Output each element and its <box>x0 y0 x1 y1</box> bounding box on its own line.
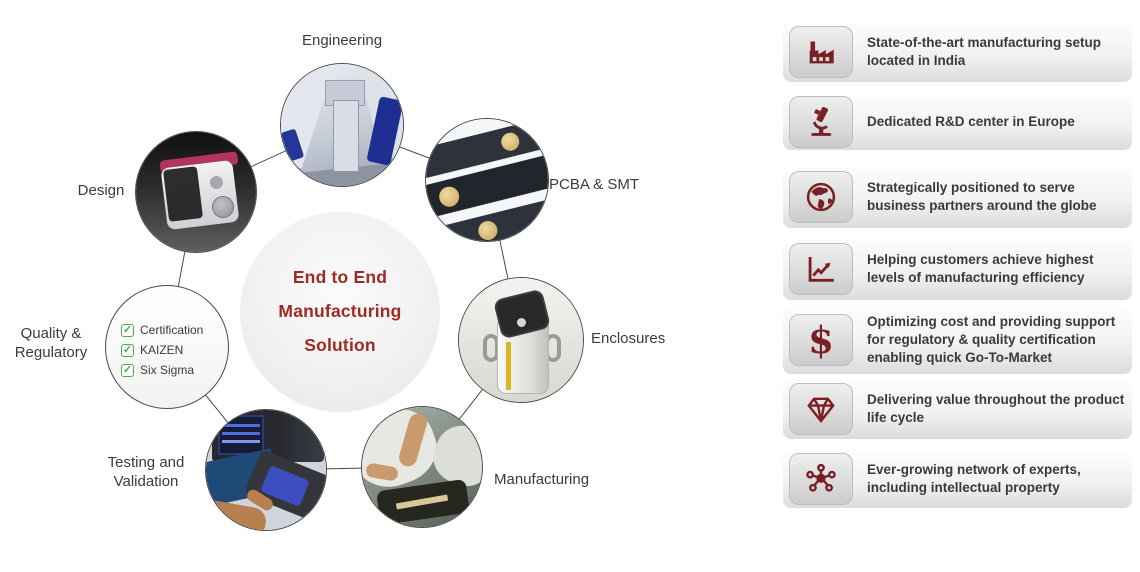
enclosure-yellow-stripe <box>506 342 511 390</box>
pcb-gold-pad <box>437 184 462 209</box>
feature-text: Delivering value throughout the product … <box>867 392 1125 425</box>
pcba-photo <box>426 119 548 241</box>
dollar-icon: $ <box>789 314 853 366</box>
engineering-label: Engineering <box>301 32 383 49</box>
feature-row-value: Delivering value throughout the product … <box>783 379 1132 439</box>
center-title-line: Manufacturing <box>278 301 402 321</box>
feature-row-rd-center: Dedicated R&D center in Europe <box>783 94 1132 150</box>
growth-chart-icon <box>789 243 853 295</box>
design-node <box>135 131 257 253</box>
feature-text: Dedicated R&D center in Europe <box>867 114 1075 130</box>
feature-text: State-of-the-art manufacturing setup loc… <box>867 35 1102 68</box>
feature-text: Ever-growing network of experts, includi… <box>867 462 1081 495</box>
feature-row-cost-optimization: $ Optimizing cost and providing support … <box>783 306 1132 374</box>
testing-label: Testing and Validation <box>92 453 200 491</box>
feature-text: Helping customers achieve highest levels… <box>867 252 1094 285</box>
oscilloscope-screen <box>218 415 264 455</box>
network-icon <box>789 453 853 505</box>
feature-list: State-of-the-art manufacturing setup loc… <box>783 0 1135 572</box>
enclosures-photo <box>459 278 583 402</box>
oscilloscope-waveform <box>222 424 260 427</box>
testing-label-line2: Validation <box>113 473 179 490</box>
checklist-item: ✓ Six Sigma <box>121 363 203 377</box>
enclosures-label: Enclosures <box>591 330 666 347</box>
feature-row-expert-network: Ever-growing network of experts, includi… <box>783 450 1132 508</box>
testing-label-line1: Testing and <box>107 454 185 471</box>
engineering-photo-column <box>333 100 359 172</box>
engineering-node <box>280 63 404 187</box>
enclosures-node <box>458 277 584 403</box>
testing-photo <box>206 410 326 530</box>
pcb-gold-pad <box>499 130 522 153</box>
manufacturing-cycle-diagram: ✓ Certification ✓ KAIZEN ✓ Six Sigma End… <box>0 32 666 531</box>
checklist-label: Six Sigma <box>140 363 195 377</box>
checkbox-icon: ✓ <box>121 363 134 377</box>
pcb-gold-pad <box>476 219 500 241</box>
pcba-node <box>425 118 549 242</box>
feature-text: Strategically positioned to serve busine… <box>867 180 1097 213</box>
device-small-knob <box>210 176 223 189</box>
checkbox-icon: ✓ <box>121 343 134 357</box>
checklist-label: Certification <box>140 323 204 337</box>
feature-row-efficiency: Helping customers achieve highest levels… <box>783 238 1132 300</box>
feature-row-india-setup: State-of-the-art manufacturing setup loc… <box>783 22 1132 82</box>
quality-node: ✓ Certification ✓ KAIZEN ✓ Six Sigma <box>105 285 229 409</box>
design-photo <box>136 132 256 252</box>
quality-checklist: ✓ Certification ✓ KAIZEN ✓ Six Sigma <box>121 323 203 377</box>
checklist-item: ✓ KAIZEN <box>121 343 203 357</box>
feature-text: Optimizing cost and providing support fo… <box>867 314 1116 365</box>
checklist-label: KAIZEN <box>140 343 184 357</box>
globe-icon <box>789 171 853 223</box>
pcba-label: PCBA & SMT <box>549 176 640 193</box>
device-knob <box>212 196 234 218</box>
checklist-item: ✓ Certification <box>121 323 203 337</box>
microscope-icon <box>789 96 853 148</box>
design-label: Design <box>77 182 125 199</box>
checkbox-icon: ✓ <box>121 323 134 337</box>
testing-node <box>205 409 327 531</box>
manufacturing-photo <box>362 407 482 527</box>
quality-label-line1: Quality & <box>20 325 82 342</box>
enclosure-button <box>517 318 526 327</box>
manufacturing-label: Manufacturing <box>494 471 590 488</box>
quality-label-line2: Regulatory <box>14 344 88 361</box>
device-tank <box>162 166 204 222</box>
center-title-line: End to End <box>292 267 388 287</box>
engineering-photo <box>281 64 403 186</box>
feature-row-global-reach: Strategically positioned to serve busine… <box>783 166 1132 228</box>
center-title-circle: End to End Manufacturing Solution <box>240 212 440 412</box>
diamond-icon <box>789 383 853 435</box>
factory-icon <box>789 26 853 78</box>
dollar-glyph: $ <box>808 317 834 362</box>
center-title-line: Solution <box>304 335 376 355</box>
manufacturing-node <box>361 406 483 528</box>
quality-label: Quality & Regulatory <box>0 324 102 362</box>
